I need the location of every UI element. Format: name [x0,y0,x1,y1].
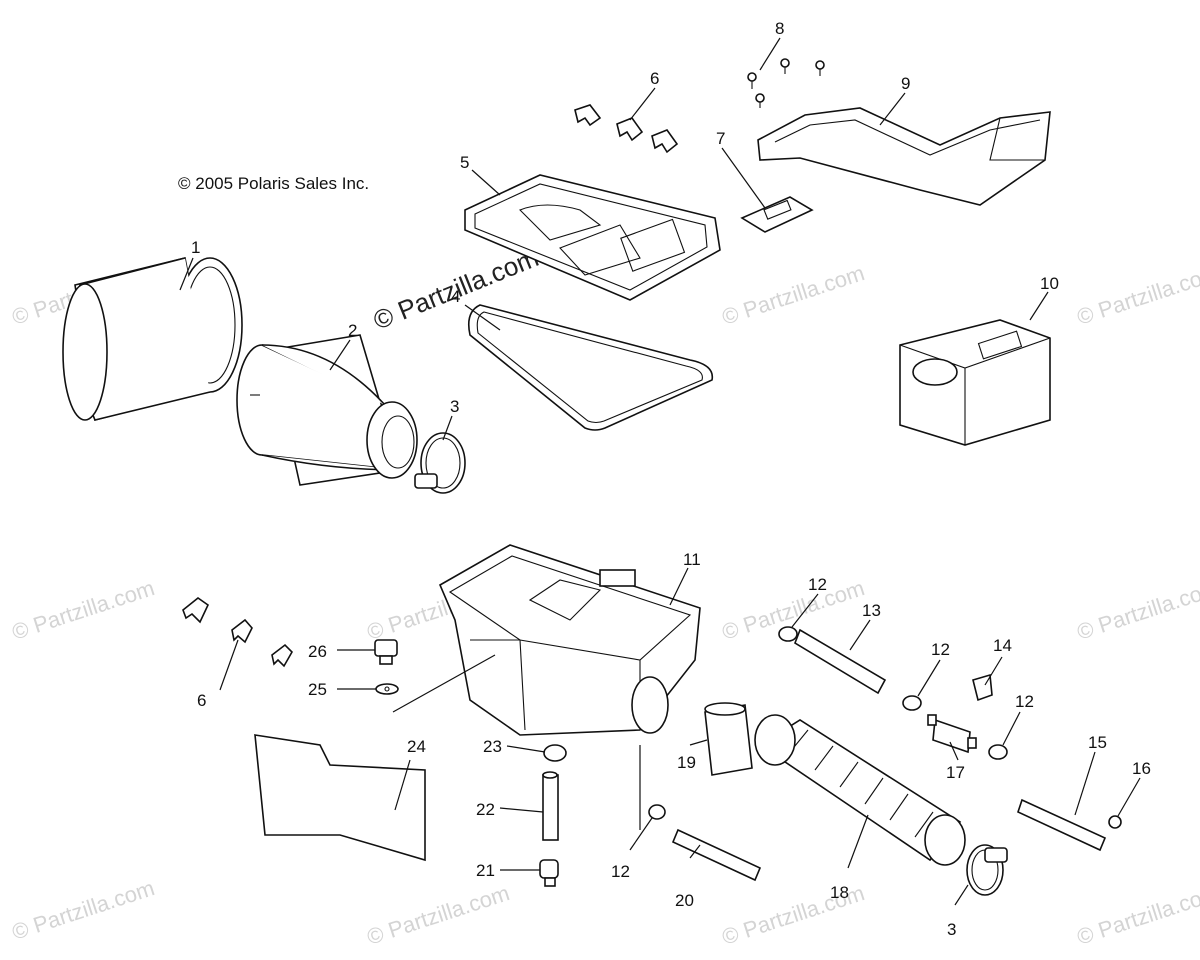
watermark-text: © Partzilla.com [9,875,158,945]
callout-12-a: 12 [808,575,827,594]
part-1-prefilter [62,257,243,421]
leader-lines [179,37,1141,906]
watermark-text: © Partzilla.com [1074,880,1200,950]
part-17-valve [927,714,977,754]
part-12-clamp [902,695,922,711]
callout-10: 10 [1040,274,1059,293]
part-12-clamp [648,804,666,820]
watermark-text: © Partzilla.com [364,880,513,950]
copyright-notice: © 2005 Polaris Sales Inc. [178,174,369,193]
part-9-intake-duct [757,107,1051,206]
part-4-gasket [467,304,714,431]
callout-26: 26 [308,642,327,661]
callout-17: 17 [946,763,965,782]
part-15-tube [1017,798,1107,852]
part-10-foam-block [899,319,1051,446]
callout-12-c: 12 [1015,692,1034,711]
part-6-clips-upper [574,104,679,154]
part-22-drain-tube [542,771,559,841]
part-21-drain-plug [539,859,559,887]
callout-24: 24 [407,737,426,756]
part-11-airbox-base [438,544,701,736]
callout-18: 18 [830,883,849,902]
callout-14: 14 [993,636,1012,655]
callout-21: 21 [476,861,495,880]
part-24-panel [254,734,426,862]
callout-12-d: 12 [611,862,630,881]
callout-12-b: 12 [931,640,950,659]
callout-19: 19 [677,753,696,772]
part-12-clamp [778,626,798,642]
part-23-clamp [543,744,567,762]
callout-11: 11 [683,550,701,569]
part-5-airbox-lid [464,174,721,301]
callout-6-upper: 6 [650,69,659,88]
callout-6-lower: 6 [197,691,206,710]
watermark-text: © Partzilla.com [719,260,868,330]
callout-labels: 1 2 3 4 5 6 7 8 9 10 11 12 13 12 14 12 1… [191,19,1151,939]
callout-13: 13 [862,601,881,620]
callout-9: 9 [901,74,910,93]
callout-23: 23 [483,737,502,756]
callout-5: 5 [460,153,469,172]
callout-22: 22 [476,800,495,819]
callout-4: 4 [451,287,460,306]
part-3-hose-clamp-upper [414,432,466,494]
callout-3-upper: 3 [450,397,459,416]
callout-3-lower: 3 [947,920,956,939]
part-20-tube [671,828,762,882]
callout-15: 15 [1088,733,1107,752]
part-2-air-filter [236,334,418,486]
part-8-screws [747,58,825,108]
part-18-bellows [754,714,966,866]
callout-2: 2 [348,321,357,340]
part-26-plug [374,639,398,665]
callout-25: 25 [308,680,327,699]
callout-1: 1 [191,238,200,257]
part-3-hose-clamp-lower [966,844,1008,896]
callout-8: 8 [775,19,784,38]
part-6-clips-lower [182,597,293,668]
callout-20: 20 [675,891,694,910]
callout-16: 16 [1132,759,1151,778]
part-13-tube [794,628,887,695]
part-25-washer [375,683,399,695]
part-12-clamp [988,744,1008,760]
part-16-ring [1108,815,1122,829]
watermark-text: © Partzilla.com [9,575,158,645]
callout-7: 7 [716,129,725,148]
watermark-text: © Partzilla.com [1074,260,1200,330]
watermark-text: © Partzilla.com [1074,575,1200,645]
part-19-coupler [704,702,753,776]
part-7-intake-seal [740,196,814,233]
